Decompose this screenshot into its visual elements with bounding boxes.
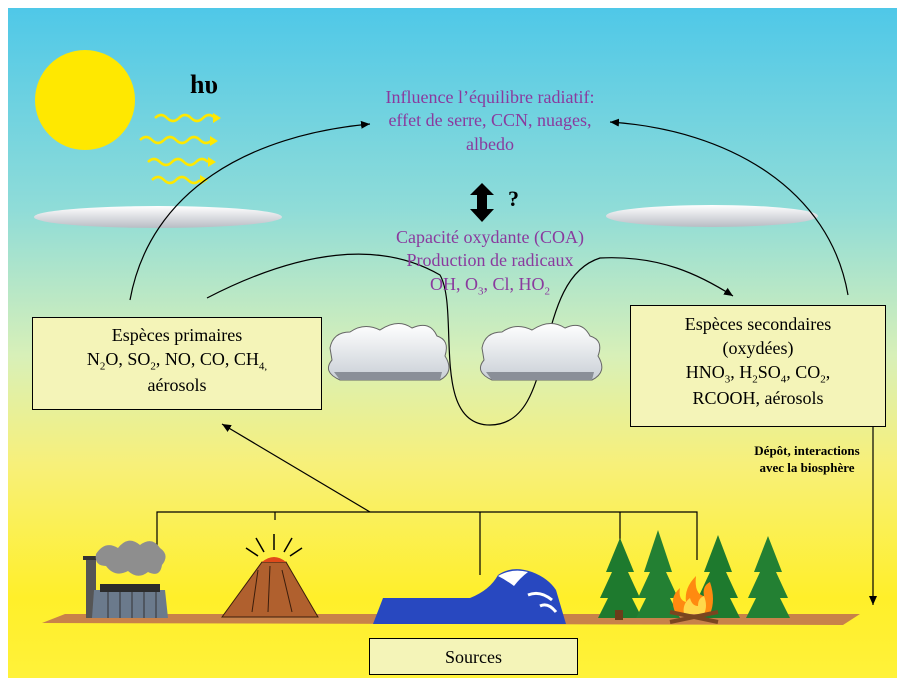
sun-icon: [35, 50, 135, 150]
cloud-left-icon: [327, 323, 450, 381]
oxidizing-line-1: Capacité oxydante (COA): [396, 227, 584, 247]
radiative-line-2: effet de serre, CCN, nuages,: [388, 110, 592, 131]
deposition-label: Dépôt, interactions avec la biosphère: [722, 443, 892, 477]
double-arrow-icon: [470, 183, 494, 222]
arrow-sources-to-primary: [221, 423, 371, 513]
factory-icon: [83, 540, 168, 618]
oxidizing-capacity-label: Capacité oxydante (COA) Production de ra…: [350, 226, 630, 299]
secondary-rcooh: RCOOH, aérosols: [692, 388, 824, 409]
primary-species-box: Espèces primaires N2O, SO2, NO, CO, CH4,…: [32, 317, 322, 410]
deposition-line-1: Dépôt, interactions: [754, 443, 860, 458]
question-mark: ?: [508, 186, 519, 211]
campfire-icon: [669, 576, 719, 624]
cloud-right-icon: [479, 323, 603, 381]
ocean-icon: [373, 569, 566, 624]
primary-aerosols: aérosols: [147, 375, 207, 396]
deposition-line-2: avec la biosphère: [759, 459, 855, 475]
sources-label: Sources: [445, 647, 502, 667]
oxidizing-line-3: OH, O3, Cl, HO2: [429, 273, 550, 298]
sources-box: Sources: [369, 638, 578, 675]
radiative-line-1: Influence l’équilibre radiatif:: [385, 87, 595, 107]
arrow-primary-to-secondary: [206, 253, 734, 426]
primary-title: Espèces primaires: [111, 325, 243, 345]
radiative-influence-label: Influence l’équilibre radiatif: effet de…: [350, 86, 630, 156]
secondary-species-box: Espèces secondaires (oxydées) HNO3, H2SO…: [630, 305, 886, 427]
arrow-primary-to-radiative: [129, 120, 371, 301]
solar-radiation-icon: [139, 113, 221, 185]
secondary-title: Espèces secondaires: [684, 314, 832, 334]
secondary-oxidized: (oxydées): [722, 337, 794, 358]
radiative-line-3: albedo: [466, 133, 514, 154]
thin-cloud-right-icon: [606, 205, 818, 227]
thin-cloud-left-icon: [34, 206, 282, 228]
arrow-secondary-to-radiative: [609, 118, 849, 296]
primary-formulas: N2O, SO2, NO, CO, CH4,: [86, 348, 268, 373]
volcano-icon: [221, 534, 319, 618]
oxidizing-line-2: Production de radicaux: [406, 250, 574, 271]
secondary-formulas: HNO3, H2SO4, CO2,: [685, 361, 831, 386]
photon-energy-label: hυ: [190, 70, 218, 99]
